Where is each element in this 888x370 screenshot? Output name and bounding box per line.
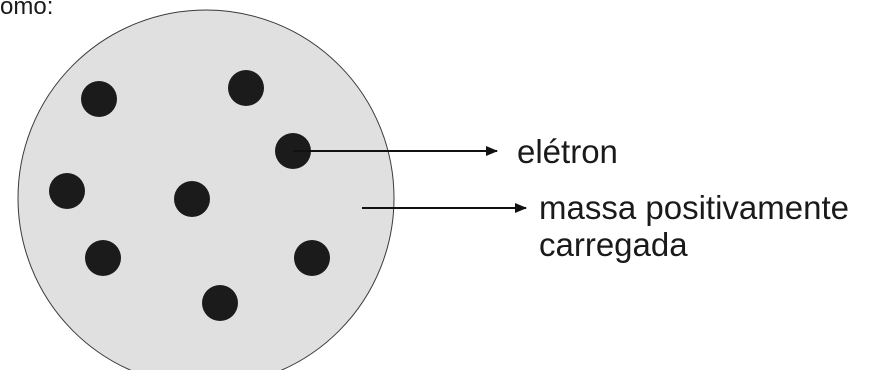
electron-dot	[294, 240, 330, 276]
electron-dot	[85, 240, 121, 276]
mass-label-line2: carregada	[539, 226, 688, 263]
electron-dot	[49, 173, 85, 209]
header-fragment: o átomo:	[0, 0, 53, 20]
electron-dot	[202, 285, 238, 321]
electron-dot	[81, 81, 117, 117]
mass-label-line1: massa positivamente	[539, 189, 849, 226]
electron-label: elétron	[517, 133, 618, 170]
electron-dot	[174, 181, 210, 217]
electron-dot	[228, 70, 264, 106]
electrons	[49, 70, 330, 321]
